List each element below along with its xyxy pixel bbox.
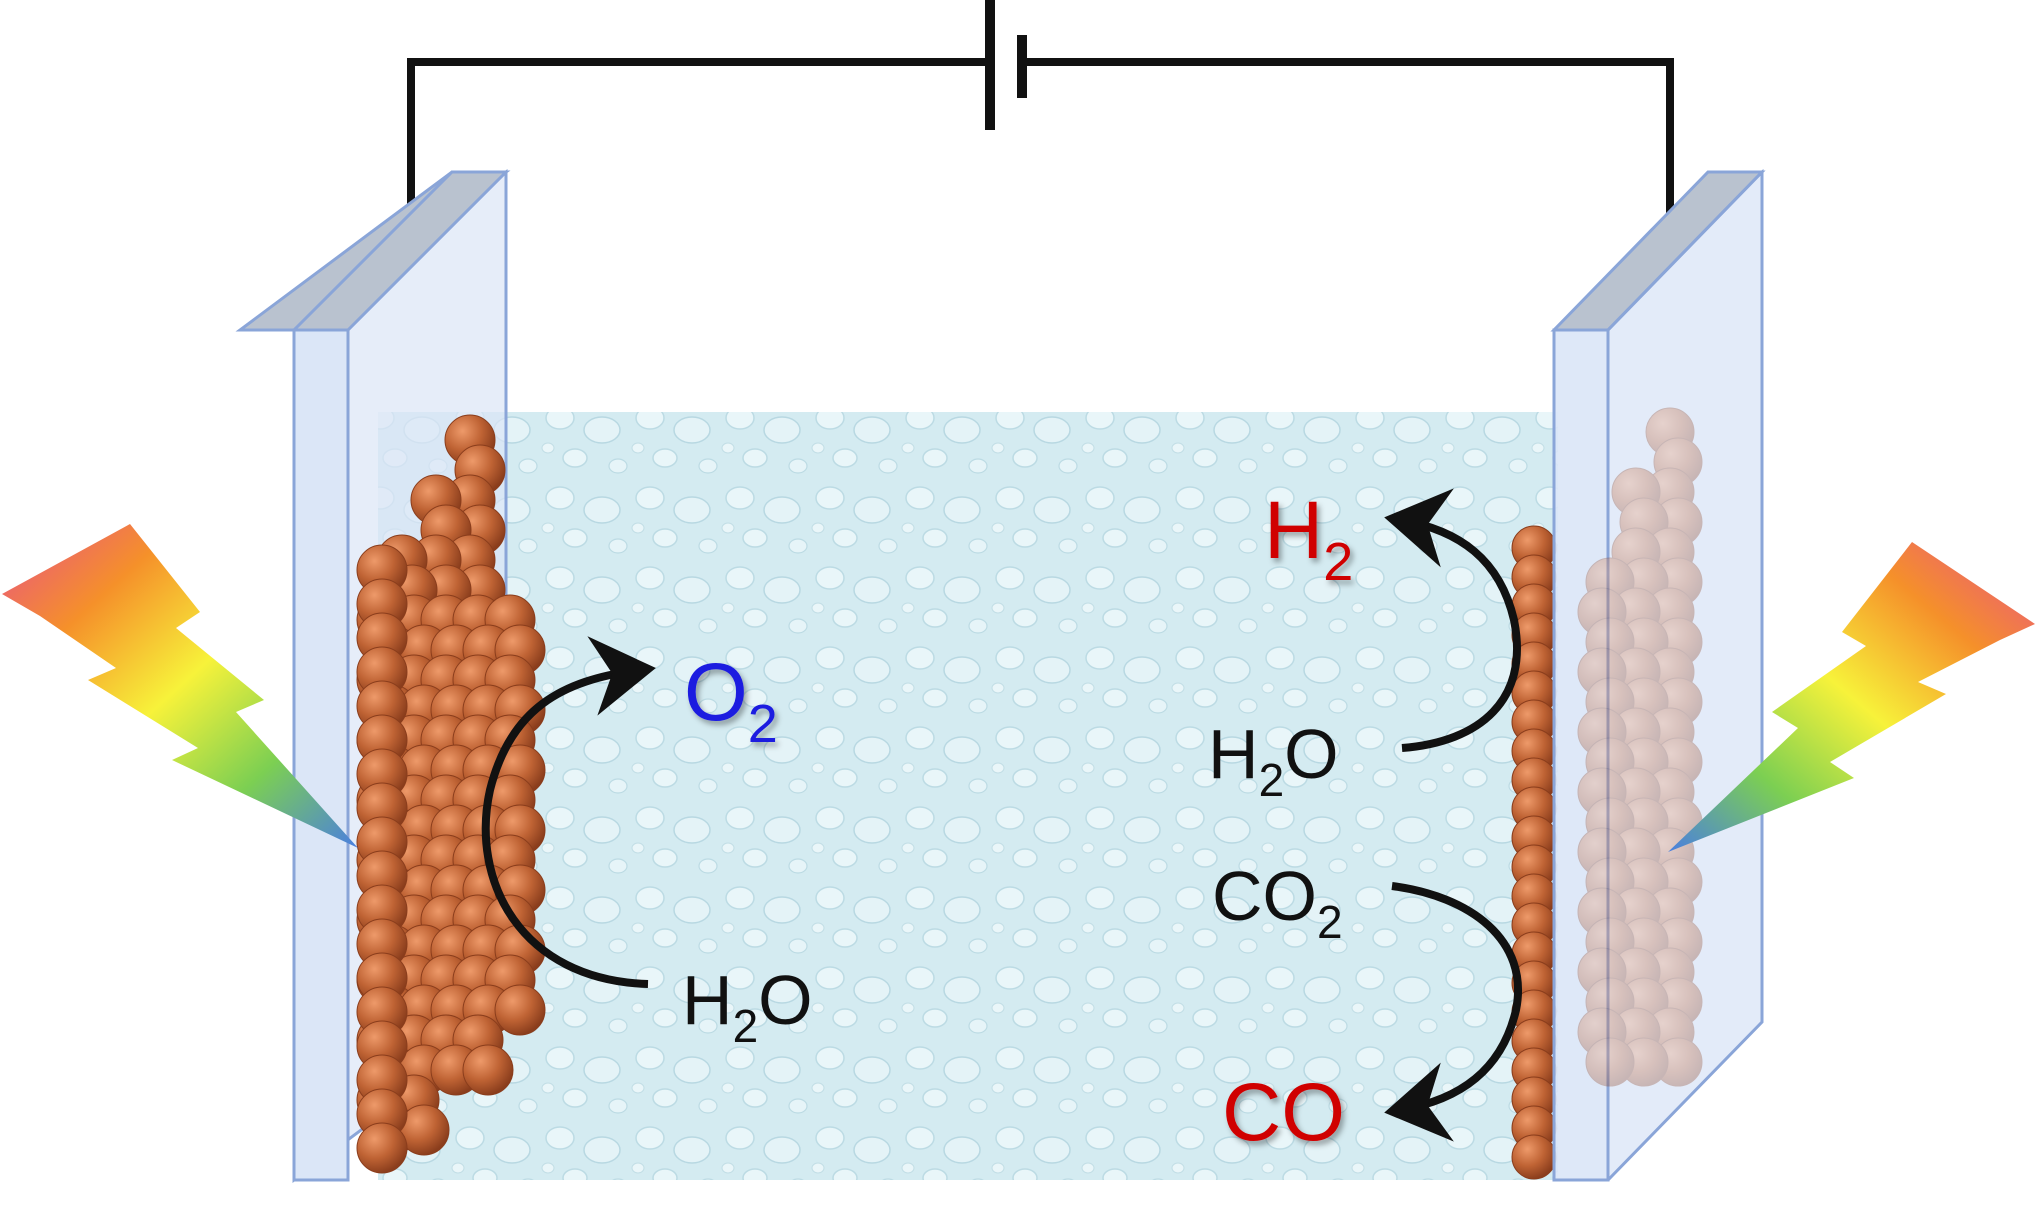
battery-symbol: [985, 0, 1027, 130]
anode-h2o-label: H2O: [682, 961, 813, 1052]
circuit-wire: [407, 58, 1674, 230]
anode-reaction-arrow: [481, 636, 656, 988]
lightning-bolt-icon: [1668, 542, 2035, 852]
particle: [462, 1044, 514, 1096]
o2-label: O2: [684, 647, 778, 754]
co2-label: CO2: [1212, 857, 1343, 948]
particle: [1511, 1134, 1557, 1180]
particle: [356, 1122, 408, 1174]
cathode-particles-behind-glass: [1577, 407, 1703, 1087]
particle: [494, 984, 546, 1036]
lightning-bolt-icon: [2, 524, 358, 848]
particle: [1585, 1037, 1635, 1087]
h2-evolution-arrow: [1384, 488, 1521, 752]
h2-label: H2: [1264, 485, 1353, 592]
cathode-particle-cluster: [1511, 525, 1557, 1180]
co-label: CO: [1222, 1067, 1345, 1158]
co2-reduction-arrow: [1384, 882, 1522, 1142]
cathode-h2o-label: H2O: [1208, 715, 1339, 806]
electrolyte: [378, 412, 1558, 1180]
